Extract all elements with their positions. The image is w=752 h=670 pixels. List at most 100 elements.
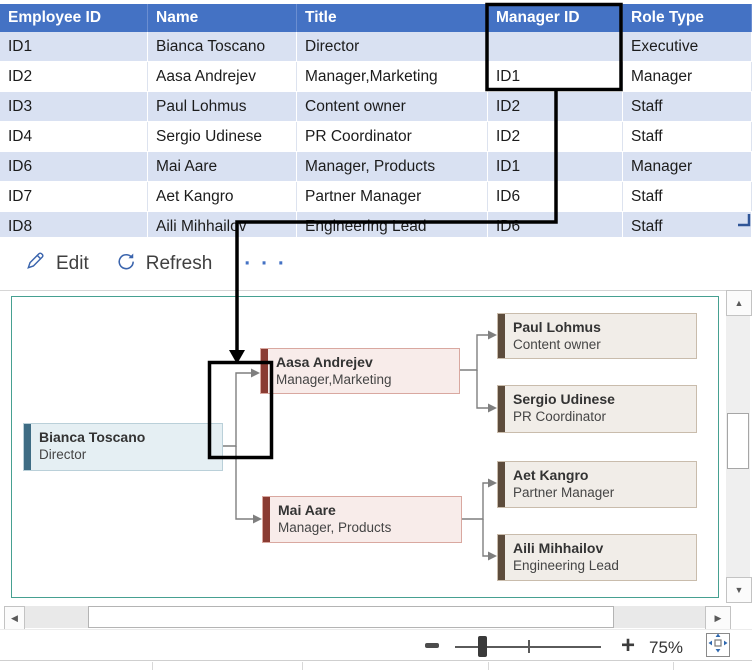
pencil-icon [24, 249, 47, 278]
cell-title[interactable]: Engineering Lead [297, 212, 488, 237]
node-title: Manager,Marketing [276, 372, 392, 387]
table-row: ID6 Mai Aare Manager, Products ID1 Manag… [0, 152, 752, 182]
column-header-employee-id[interactable]: Employee ID [0, 4, 148, 32]
node-accent-bar [261, 349, 268, 393]
org-node-paul-lohmus[interactable]: Paul Lohmus Content owner [497, 313, 697, 359]
scroll-right-button[interactable]: ▶ [705, 606, 731, 630]
node-accent-bar [498, 462, 505, 507]
org-chart-panel: Bianca Toscano Director Aasa Andrejev Ma… [0, 291, 752, 629]
cell-employee-id[interactable]: ID4 [0, 122, 148, 151]
fit-to-window-button[interactable] [706, 633, 730, 657]
refresh-button-label: Refresh [145, 252, 213, 274]
node-accent-bar [263, 497, 270, 542]
org-node-aili-mihhailov[interactable]: Aili Mihhailov Engineering Lead [497, 534, 697, 581]
node-title: Director [39, 447, 87, 462]
table-row: ID1 Bianca Toscano Director Executive [0, 32, 752, 62]
cell-employee-id[interactable]: ID2 [0, 62, 148, 91]
refresh-button[interactable]: Refresh [115, 250, 213, 278]
zoom-in-button[interactable]: + [620, 632, 635, 659]
org-node-mai-aare[interactable]: Mai Aare Manager, Products [262, 496, 462, 543]
node-name: Sergio Udinese [513, 391, 615, 407]
cell-name[interactable]: Bianca Toscano [148, 32, 297, 61]
node-title: Content owner [513, 337, 601, 352]
org-node-aet-kangro[interactable]: Aet Kangro Partner Manager [497, 461, 697, 508]
table-row: ID3 Paul Lohmus Content owner ID2 Staff [0, 92, 752, 122]
node-accent-bar [498, 386, 505, 432]
node-name: Aili Mihhailov [513, 540, 604, 556]
column-header-role-type[interactable]: Role Type [623, 4, 752, 32]
cell-role-type[interactable]: Staff [623, 92, 752, 121]
zoom-out-button[interactable] [425, 643, 439, 648]
node-name: Paul Lohmus [513, 319, 601, 335]
zoom-level-label: 75% [649, 638, 684, 657]
table-row: ID7 Aet Kangro Partner Manager ID6 Staff [0, 182, 752, 212]
scroll-left-icon: ◀ [11, 612, 18, 623]
cell-role-type[interactable]: Staff [623, 122, 752, 151]
cell-name[interactable]: Paul Lohmus [148, 92, 297, 121]
cell-name[interactable]: Sergio Udinese [148, 122, 297, 151]
node-accent-bar [24, 424, 31, 470]
cell-title[interactable]: Manager, Products [297, 152, 488, 181]
column-header-title[interactable]: Title [297, 4, 488, 32]
table-header-row: Employee ID Name Title Manager ID Role T… [0, 4, 752, 32]
visio-toolbar: Edit Refresh · · · [0, 237, 752, 291]
cell-role-type[interactable]: Staff [623, 212, 752, 237]
cell-manager-id[interactable]: ID6 [488, 212, 623, 237]
cell-manager-id[interactable]: ID1 [488, 62, 623, 91]
grid-line [152, 662, 153, 670]
cell-employee-id[interactable]: ID8 [0, 212, 148, 237]
cell-name[interactable]: Aili Mihhailov [148, 212, 297, 237]
scroll-down-icon: ▼ [734, 585, 744, 595]
node-title: Partner Manager [513, 485, 615, 500]
horizontal-scrollbar-thumb[interactable] [88, 606, 614, 628]
cell-role-type[interactable]: Manager [623, 152, 752, 181]
cell-manager-id[interactable]: ID6 [488, 182, 623, 211]
cell-manager-id[interactable]: ID1 [488, 152, 623, 181]
edit-button[interactable]: Edit [24, 249, 89, 278]
zoom-slider-thumb[interactable] [478, 636, 487, 657]
cell-employee-id[interactable]: ID3 [0, 92, 148, 121]
node-title: PR Coordinator [513, 409, 607, 424]
vertical-scrollbar-thumb[interactable] [727, 413, 749, 469]
cell-title[interactable]: PR Coordinator [297, 122, 488, 151]
grid-line [302, 662, 303, 670]
org-node-bianca-toscano[interactable]: Bianca Toscano Director [23, 423, 223, 471]
cell-employee-id[interactable]: ID6 [0, 152, 148, 181]
fit-page-icon [708, 633, 728, 658]
grid-line [673, 662, 674, 670]
more-options-button[interactable]: · · · [244, 252, 287, 276]
cell-name[interactable]: Mai Aare [148, 152, 297, 181]
cell-name[interactable]: Aet Kangro [148, 182, 297, 211]
cell-role-type[interactable]: Manager [623, 62, 752, 91]
zoom-bar: + 75% [0, 629, 752, 661]
worksheet-grid-strip [0, 660, 752, 670]
node-name: Aasa Andrejev [276, 354, 373, 370]
refresh-icon [115, 250, 137, 278]
scroll-down-button[interactable]: ▼ [726, 577, 752, 603]
cell-employee-id[interactable]: ID1 [0, 32, 148, 61]
node-title: Manager, Products [278, 520, 392, 535]
scroll-left-button[interactable]: ◀ [4, 606, 25, 630]
cell-title[interactable]: Manager,Marketing [297, 62, 488, 91]
cell-manager-id[interactable]: ID2 [488, 122, 623, 151]
node-accent-bar [498, 535, 505, 580]
cell-name[interactable]: Aasa Andrejev [148, 62, 297, 91]
cell-role-type[interactable]: Executive [623, 32, 752, 61]
cell-title[interactable]: Director [297, 32, 488, 61]
cell-title[interactable]: Content owner [297, 92, 488, 121]
column-header-manager-id[interactable]: Manager ID [488, 4, 623, 32]
zoom-slider-center-tick [528, 640, 530, 653]
org-node-sergio-udinese[interactable]: Sergio Udinese PR Coordinator [497, 385, 697, 433]
cell-employee-id[interactable]: ID7 [0, 182, 148, 211]
org-node-aasa-andrejev[interactable]: Aasa Andrejev Manager,Marketing [260, 348, 460, 394]
scroll-up-button[interactable]: ▲ [726, 290, 752, 316]
column-header-name[interactable]: Name [148, 4, 297, 32]
cell-title[interactable]: Partner Manager [297, 182, 488, 211]
diagram-canvas[interactable]: Bianca Toscano Director Aasa Andrejev Ma… [11, 296, 719, 598]
cell-manager-id[interactable]: ID2 [488, 92, 623, 121]
cell-manager-id[interactable] [488, 32, 623, 61]
node-name: Bianca Toscano [39, 429, 146, 445]
cell-role-type[interactable]: Staff [623, 182, 752, 211]
node-name: Aet Kangro [513, 467, 589, 483]
node-name: Mai Aare [278, 502, 336, 518]
